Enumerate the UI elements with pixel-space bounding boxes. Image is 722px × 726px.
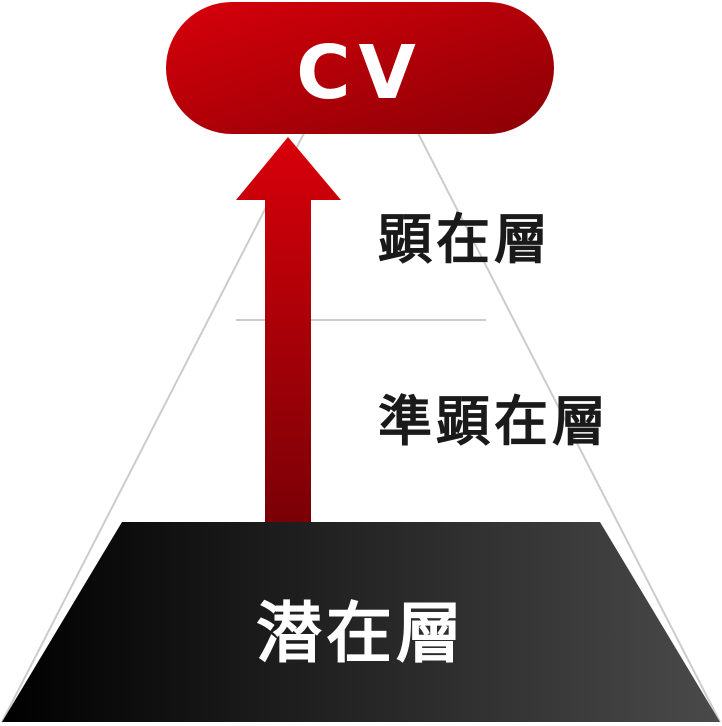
level-label-semi-aware: 準顕在層 (378, 390, 610, 453)
base-level-block (2, 522, 720, 722)
level-label-latent: 潜在層 (256, 595, 466, 672)
pyramid-right-edge (360, 21, 721, 723)
cv-pill (166, 2, 554, 134)
cv-label: CV (296, 30, 424, 116)
upward-arrow-icon (236, 137, 341, 522)
pyramid-left-edge (1, 21, 362, 723)
level-label-aware: 顕在層 (378, 208, 552, 271)
